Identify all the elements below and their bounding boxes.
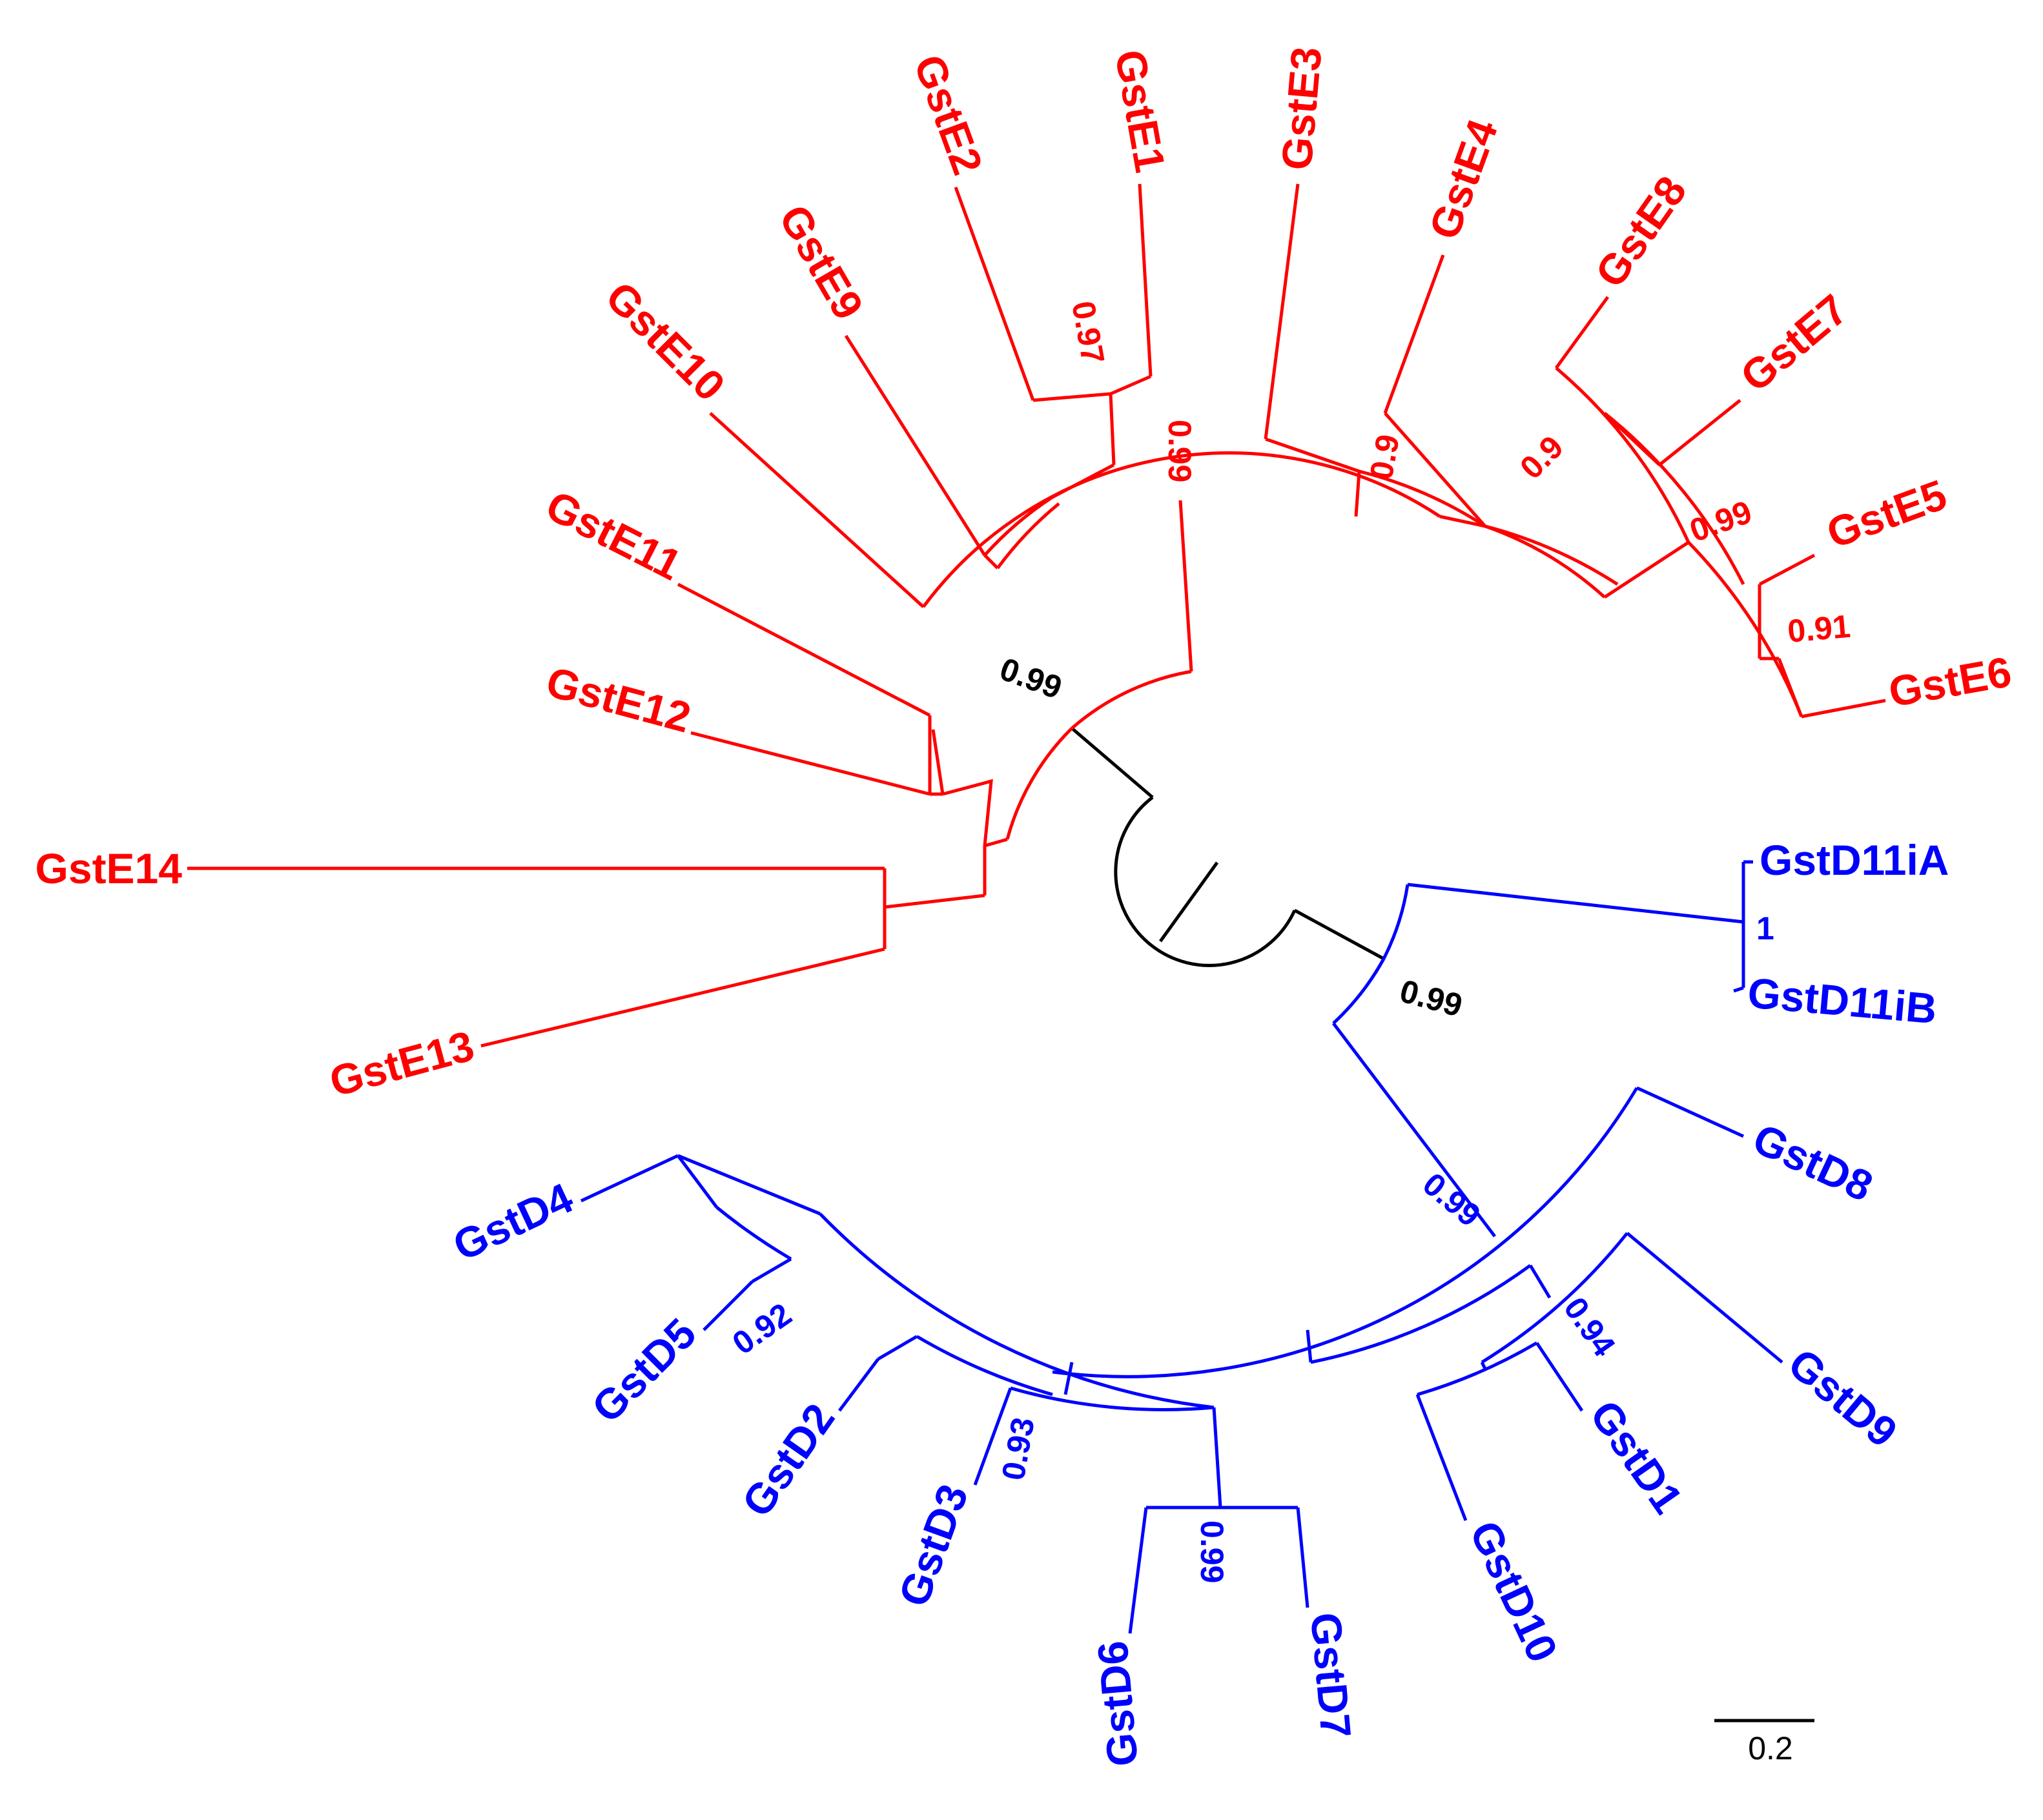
support-d2-d3: 0.93 bbox=[995, 1415, 1042, 1483]
support-d1-d10: 0.94 bbox=[1557, 1291, 1623, 1363]
support-e-core: 0.99 bbox=[1162, 420, 1198, 482]
support-e1-e2: 0.97 bbox=[1065, 298, 1111, 367]
taxon-label-gstd3: GstD3 bbox=[889, 1478, 977, 1612]
taxon-label-gste8: GstE8 bbox=[1586, 167, 1696, 296]
support-d11: 1 bbox=[1756, 910, 1774, 946]
support-e5-e6: 0.91 bbox=[1786, 608, 1852, 649]
support-d-root: 0.99 bbox=[1396, 973, 1466, 1024]
support-e-root: 0.99 bbox=[995, 651, 1067, 706]
root-arc bbox=[1114, 796, 1297, 967]
taxon-label-gstd9: GstD9 bbox=[1780, 1339, 1906, 1457]
taxon-label-gstd4: GstD4 bbox=[446, 1173, 580, 1269]
root-branch-e bbox=[1071, 727, 1154, 799]
taxon-label-gste7: GstE7 bbox=[1731, 285, 1856, 400]
taxon-label-gste3: GstE3 bbox=[1272, 45, 1330, 172]
taxon-label-gstd2: GstD2 bbox=[732, 1395, 843, 1526]
taxon-label-gstd6: GstD6 bbox=[1088, 1639, 1147, 1768]
root-branches bbox=[1071, 727, 1385, 967]
clade-d-branches bbox=[580, 860, 1783, 1634]
scale-bar-label: 0.2 bbox=[1748, 1730, 1793, 1766]
support-d4-d5: 0.92 bbox=[726, 1296, 798, 1362]
taxon-label-gste4: GstE4 bbox=[1420, 113, 1507, 245]
taxon-label-gste6: GstE6 bbox=[1885, 648, 2015, 716]
taxon-label-gstd1: GstD1 bbox=[1581, 1392, 1692, 1522]
taxon-label-gstd8: GstD8 bbox=[1746, 1114, 1880, 1211]
taxon-label-gstd11ib: GstD11iB bbox=[1746, 968, 1939, 1032]
taxon-label-gste9: GstE9 bbox=[770, 197, 873, 327]
taxon-labels-d: GstD11iA GstD11iB GstD8 GstD9 GstD1 GstD… bbox=[446, 836, 1949, 1768]
support-d6-d7: 0.99 bbox=[1194, 1520, 1230, 1583]
taxon-label-gste1: GstE1 bbox=[1106, 46, 1175, 176]
taxon-label-gste5: GstE5 bbox=[1820, 470, 1953, 557]
taxon-label-gstd5: GstD5 bbox=[582, 1309, 705, 1432]
taxon-label-gste10: GstE10 bbox=[597, 272, 734, 410]
root-branch-d bbox=[1293, 908, 1385, 961]
root-stub bbox=[1158, 861, 1219, 943]
taxon-label-gstd7: GstD7 bbox=[1302, 1611, 1360, 1740]
taxon-label-gste13: GstE13 bbox=[325, 1021, 479, 1105]
support-e5-e8: 0.99 bbox=[1685, 493, 1757, 549]
taxon-label-gste12: GstE12 bbox=[542, 657, 696, 741]
support-e4-group: 0.9 bbox=[1513, 429, 1570, 486]
taxon-label-gste11: GstE11 bbox=[539, 481, 689, 589]
taxon-label-gstd10: GstD10 bbox=[1461, 1514, 1567, 1670]
clade-e-branches bbox=[187, 183, 1886, 1048]
support-d-main: 0.99 bbox=[1416, 1166, 1488, 1234]
taxon-label-gstd11ia: GstD11iA bbox=[1760, 836, 1949, 884]
taxon-label-gste2: GstE2 bbox=[905, 48, 992, 181]
support-e3-e4: 0.9 bbox=[1363, 432, 1406, 482]
scale-bar: 0.2 bbox=[1714, 1719, 1814, 1766]
taxon-label-gste14: GstE14 bbox=[36, 844, 183, 892]
